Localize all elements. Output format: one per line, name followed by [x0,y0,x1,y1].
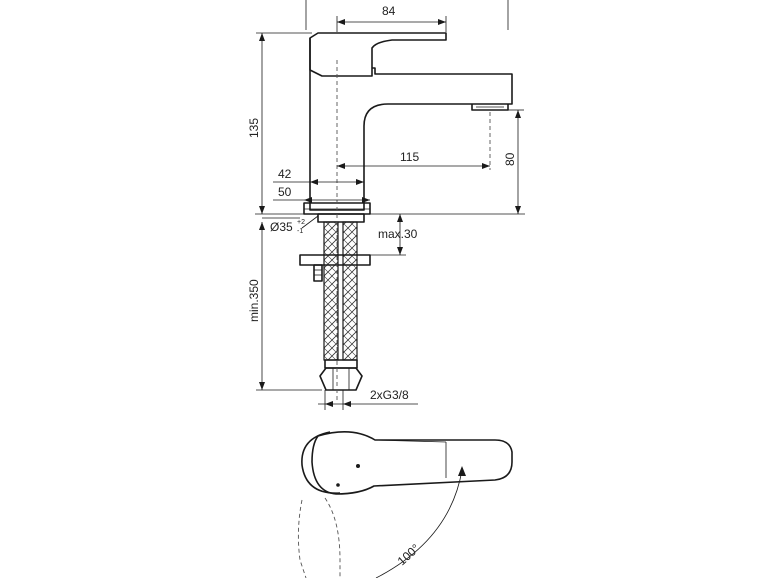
dim-max-deck: max.30 [378,227,418,241]
rotation-arc [375,469,463,578]
dim-hole-tol-minus: -1 [297,228,303,235]
dim-135: 135 [247,118,261,138]
dim-hole-tol-plus: +2 [297,219,305,226]
hose-assembly [299,213,371,391]
dim-42: 42 [278,167,292,181]
dim-hole-diameter: Ø35 [270,220,293,234]
mounting-shank [317,213,365,223]
dim-115: 115 [400,150,419,164]
dimension-lines [256,0,524,410]
top-lever [311,431,513,495]
rotated-lever-ghost [297,497,341,578]
hose-right [342,221,358,361]
lever-handle [309,32,447,77]
tap-top-view [297,431,513,578]
tap-side-view [255,32,525,215]
top-body-circle [301,431,341,494]
dim-80: 80 [503,152,517,166]
dim-84: 84 [382,4,396,18]
dim-50: 50 [278,185,292,199]
hose-left [323,221,339,361]
dim-connection: 2xG3/8 [370,388,409,402]
spout-aerator [471,104,509,111]
dim-hose-length: min.350 [247,279,261,322]
fixing-rod [313,264,323,282]
hose-nut [319,367,363,391]
fixing-plate [299,254,371,266]
tap-body [309,38,513,211]
